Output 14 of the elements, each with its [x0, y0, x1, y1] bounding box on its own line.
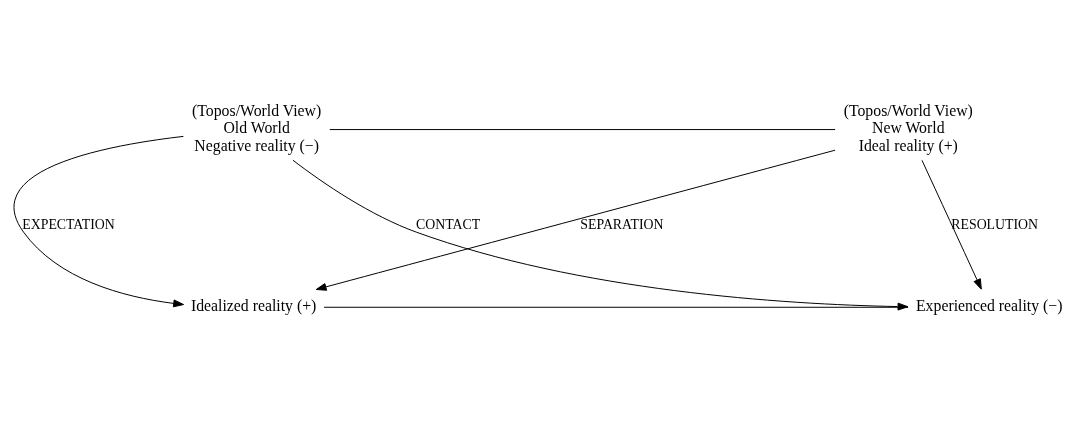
edge-label: CONTACT	[416, 215, 481, 231]
node-text: Idealized reality (+)	[190, 296, 317, 314]
connector	[329, 128, 836, 130]
arrow	[315, 149, 836, 291]
arrow	[13, 135, 185, 307]
node-text: Experienced reality (−)	[916, 296, 1063, 314]
edge-label: SEPARATION	[580, 215, 664, 231]
node-text: (Topos/World View) Old World Negative reality (−)	[192, 101, 322, 154]
edge-label: RESOLUTION	[951, 215, 1039, 231]
arrow	[921, 159, 982, 290]
connector	[323, 306, 909, 308]
node-text: (Topos/World View) New World Ideal reality (+)	[843, 101, 973, 154]
arrow	[292, 159, 909, 311]
edge-label: EXPECTATION	[22, 215, 115, 231]
